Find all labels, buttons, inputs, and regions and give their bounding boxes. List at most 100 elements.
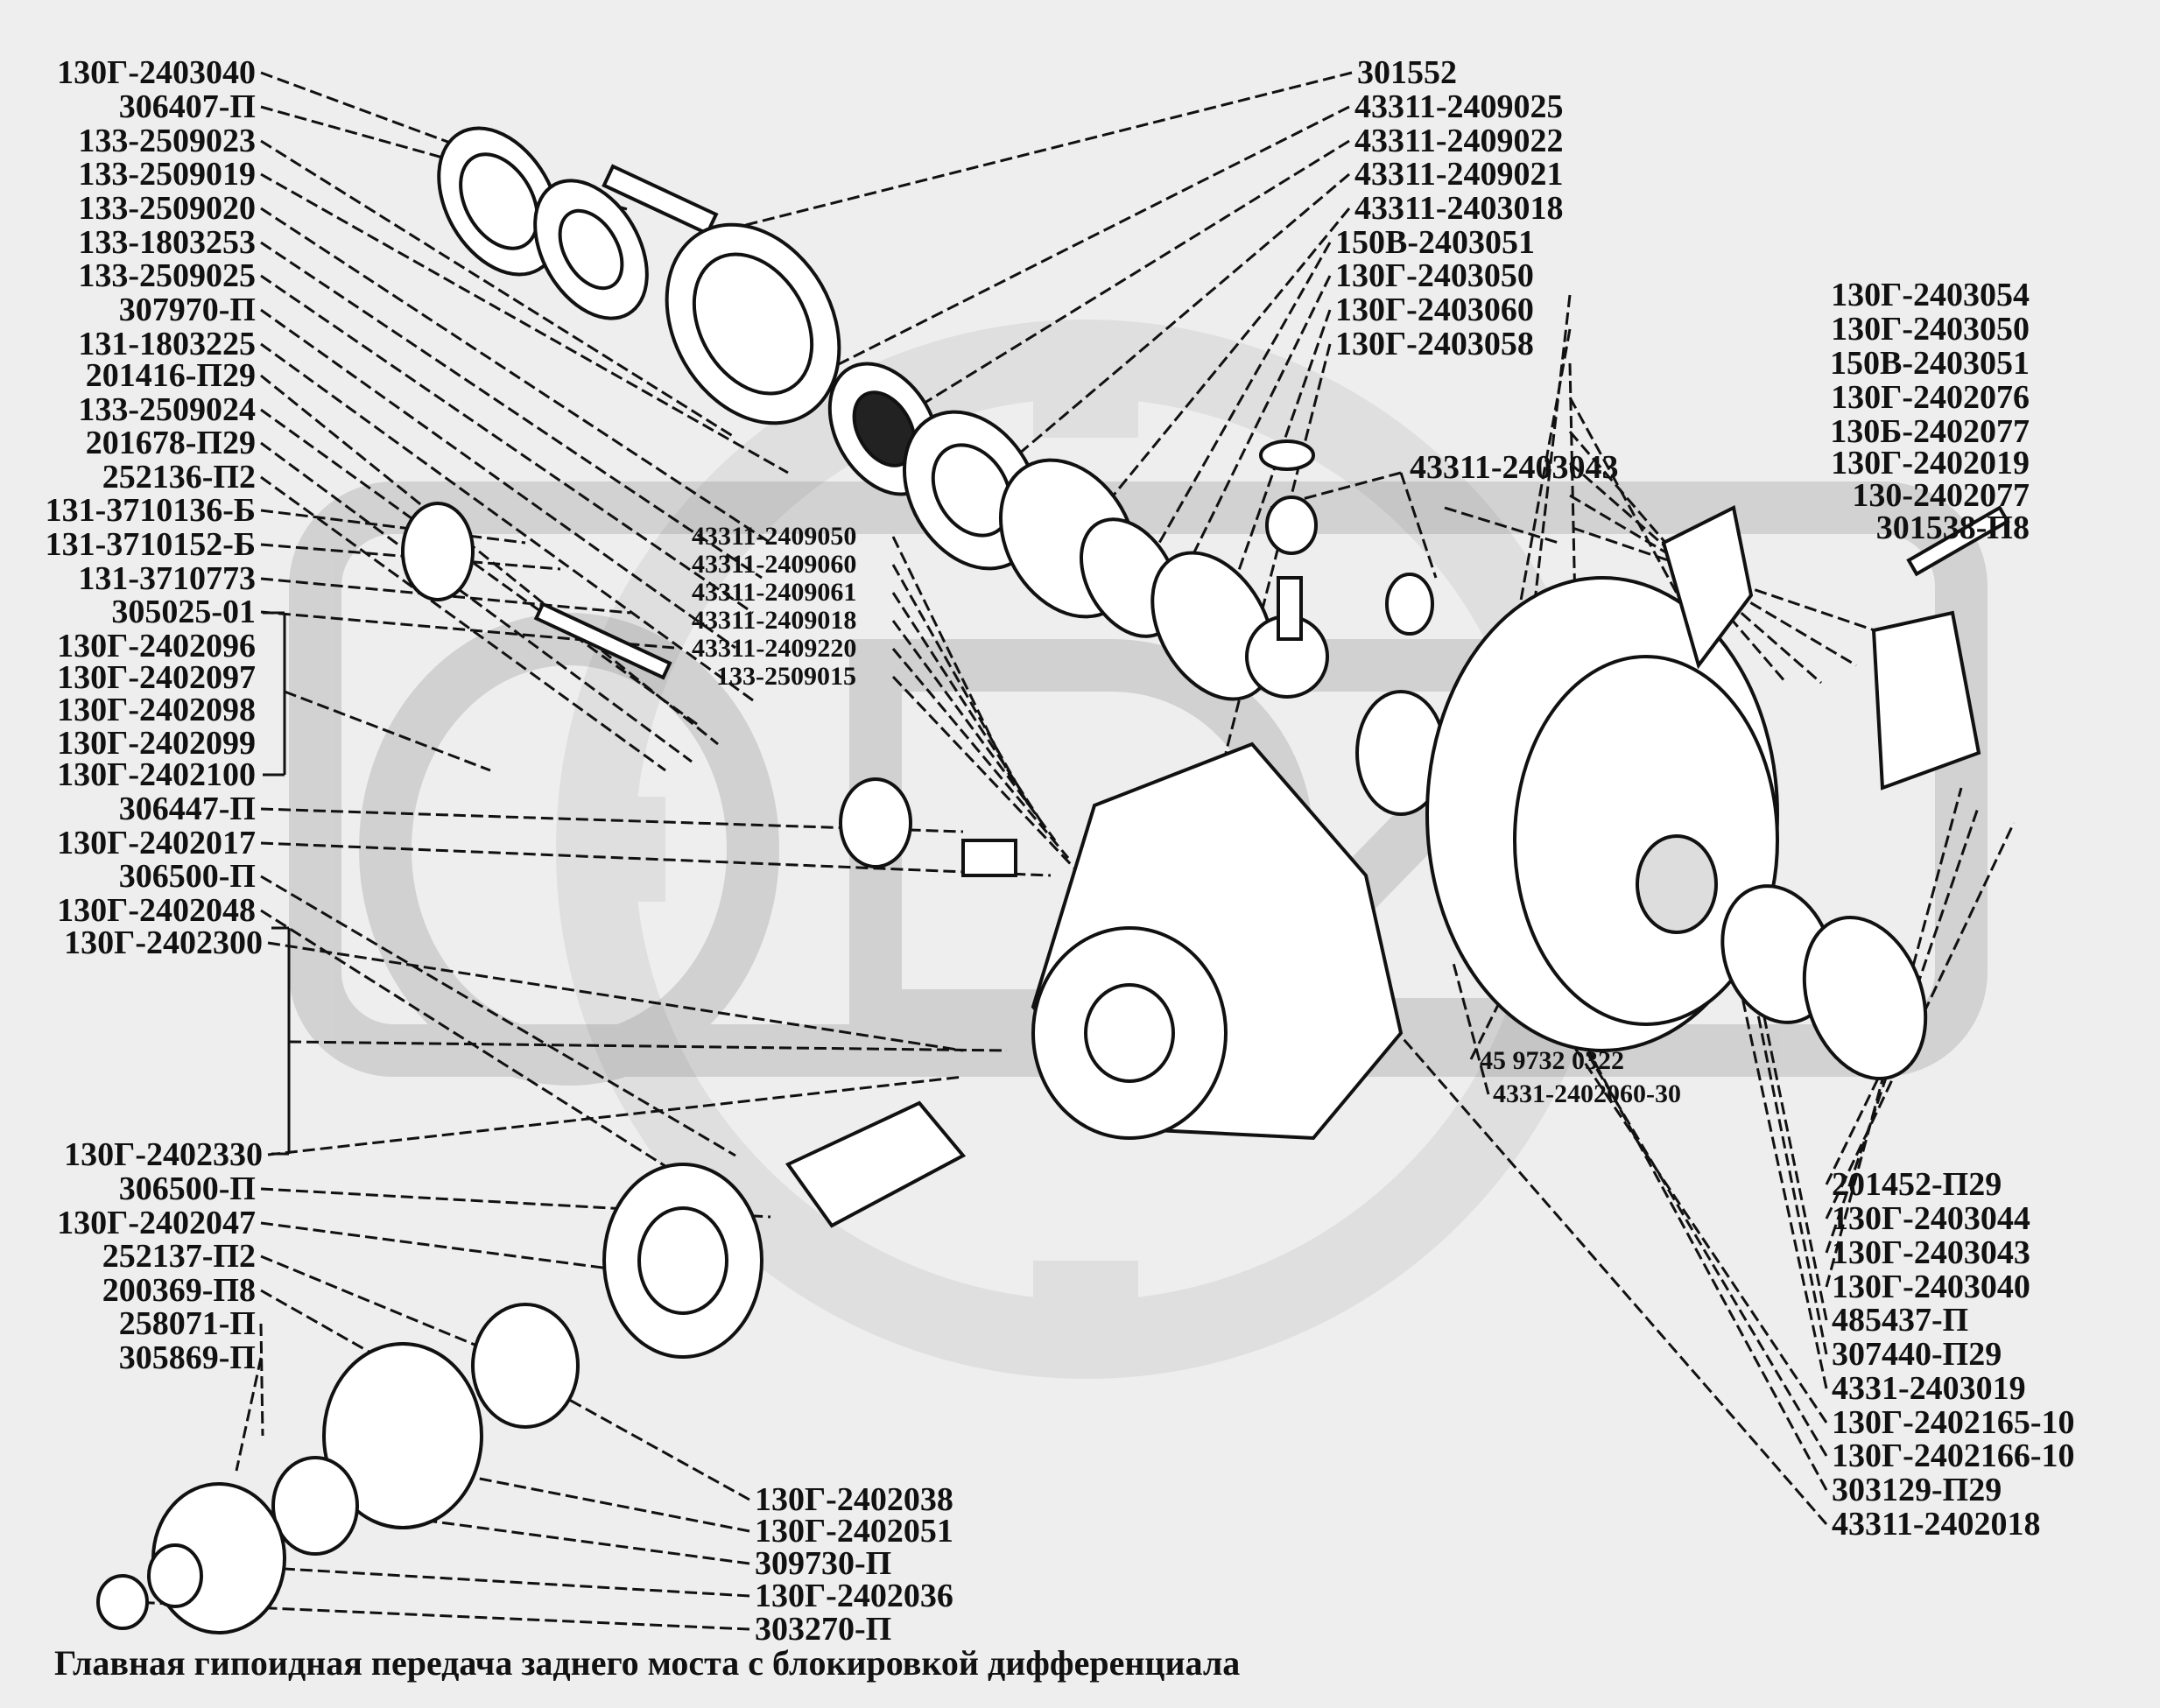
part-label-left_labels-14: 131-3710152-Б [45, 526, 256, 563]
part-label-bottom_right_labels-9: 303129-П29 [1832, 1472, 2002, 1508]
part-label-left_labels-4: 133-2509020 [78, 190, 256, 227]
part-label-bottom_labels-0: 130Г-2402038 [755, 1481, 953, 1518]
part-label-bottom_right_labels-3: 130Г-2403040 [1832, 1269, 2030, 1305]
part-label-right_labels-1: 130Г-2403050 [1831, 311, 2030, 348]
part-label-left_labels-9: 201416-П29 [85, 357, 256, 394]
part-label-mid_labels-1: 43311-2409060 [692, 550, 857, 579]
part-label-left_labels-12: 252136-П2 [102, 459, 256, 496]
part-label-center: 43311-2403043 [1410, 449, 1619, 486]
washer [1259, 439, 1315, 471]
part-label-bottom_right_labels-2: 130Г-2403043 [1832, 1234, 2030, 1271]
part-label-left_labels-24: 306500-П [118, 858, 256, 895]
part-label-top_labels-8: 130Г-2403058 [1335, 326, 1534, 362]
part-label-right_labels-0: 130Г-2403054 [1831, 277, 2030, 313]
part-label-right_labels-4: 130Б-2402077 [1830, 413, 2030, 450]
part-label-left_labels-3: 133-2509019 [78, 156, 256, 193]
part-label-small_labels-0: 45 9732 0322 [1480, 1046, 1624, 1075]
seal [271, 1456, 359, 1556]
part-label-mid_labels-3: 43311-2409018 [692, 606, 857, 635]
pinion-gear-2 [1385, 573, 1434, 636]
part-label-top_labels-3: 43311-2409021 [1354, 156, 1564, 193]
diagram-caption: Главная гипоидная передача заднего моста… [54, 1643, 1241, 1683]
part-label-left_labels-10: 133-2509024 [78, 391, 256, 428]
part-label-left_labels-29: 130Г-2402047 [57, 1205, 256, 1241]
part-label-right_labels-3: 130Г-2402076 [1831, 379, 2030, 416]
part-label-left_labels-28: 306500-П [118, 1170, 256, 1207]
parts [96, 126, 2010, 1634]
part-label-bottom_right_labels-7: 130Г-2402165-10 [1832, 1404, 2075, 1441]
part-label-bottom_labels-1: 130Г-2402051 [755, 1513, 953, 1550]
part-label-left_labels-30: 252137-П2 [102, 1238, 256, 1275]
part-label-left_labels-18: 130Г-2402097 [57, 659, 256, 696]
part-label-top_labels-0: 301552 [1357, 54, 1457, 91]
shift-fork [961, 839, 1017, 877]
part-label-bottom_labels-4: 303270-П [755, 1611, 892, 1648]
part-label-mid_labels-4: 43311-2409220 [692, 634, 857, 663]
part-label-left_labels-23: 130Г-2402017 [57, 825, 256, 861]
bearing-cap-left [1661, 505, 1754, 670]
part-label-bottom_labels-3: 130Г-2402036 [755, 1578, 953, 1614]
side-gear [1150, 551, 1275, 701]
part-label-bottom_right_labels-1: 130Г-2403044 [1832, 1200, 2030, 1237]
part-label-left_labels-6: 133-2509025 [78, 257, 256, 294]
part-label-left_labels-11: 201678-П29 [85, 425, 256, 461]
drive-pinion [784, 1100, 967, 1228]
pinion-bearing [471, 1303, 580, 1429]
part-label-left_labels-2: 133-2509023 [78, 123, 256, 159]
shift-rod [533, 601, 672, 680]
part-label-top_labels-7: 130Г-2403060 [1335, 292, 1534, 328]
part-label-left_labels-33: 305869-П [118, 1339, 256, 1376]
part-label-left_labels-5: 133-1803253 [78, 224, 256, 261]
part-label-left_labels-19: 130Г-2402098 [57, 692, 256, 728]
part-label-right_labels-7: 301538-П8 [1875, 510, 2030, 546]
part-label-bottom_labels-2: 309730-П [755, 1545, 892, 1582]
part-label-bottom_right_labels-5: 307440-П29 [1832, 1336, 2002, 1373]
part-label-left_labels-0: 130Г-2403040 [57, 54, 256, 91]
part-label-top_labels-5: 150В-2403051 [1335, 224, 1535, 261]
part-label-top_labels-1: 43311-2409025 [1354, 88, 1564, 125]
part-label-small_labels-1: 4331-2402060-30 [1493, 1079, 1681, 1108]
part-label-bottom_right_labels-0: 201452-П29 [1832, 1166, 2002, 1203]
shift-chamber [839, 777, 912, 868]
part-label-left_labels-8: 131-1803225 [78, 326, 256, 362]
part-label-right_labels-2: 150В-2403051 [1830, 345, 2030, 382]
part-label-bottom_right_labels-10: 43311-2402018 [1832, 1506, 2041, 1543]
part-label-top_labels-2: 43311-2409022 [1354, 123, 1564, 159]
flange-nut [96, 1574, 149, 1630]
right-nut [1802, 916, 1928, 1080]
cap-bolt [1906, 505, 2010, 577]
part-label-left_labels-20: 130Г-2402099 [57, 725, 256, 762]
part-label-mid_labels-2: 43311-2409061 [692, 578, 857, 607]
ring-gear-hub [1513, 655, 1779, 1026]
bearing-housing [322, 1342, 483, 1529]
part-label-top_labels-4: 43311-2403018 [1354, 190, 1564, 227]
bearing-cap-right [1871, 610, 1981, 791]
part-label-left_labels-26: 130Г-2402300 [64, 924, 263, 961]
part-label-left_labels-32: 258071-П [118, 1305, 256, 1342]
part-label-mid_labels-5: 133-2509015 [716, 662, 856, 691]
part-label-bottom_right_labels-6: 4331-2403019 [1832, 1370, 2026, 1407]
part-label-left_labels-1: 306407-П [118, 88, 256, 125]
part-label-right_labels-5: 130Г-2402019 [1831, 445, 2030, 481]
bolt [602, 164, 719, 236]
part-label-top_labels-6: 130Г-2403050 [1335, 257, 1534, 294]
part-label-left_labels-16: 305025-01 [111, 594, 256, 630]
part-label-right_labels-6: 130-2402077 [1852, 477, 2030, 514]
part-label-left_labels-15: 131-3710773 [78, 560, 256, 597]
part-label-left_labels-17: 130Г-2402096 [57, 628, 256, 664]
part-label-mid_labels-0: 43311-2409050 [692, 522, 857, 551]
part-label-left_labels-22: 306447-П [118, 791, 256, 827]
part-label-left_labels-31: 200369-П8 [102, 1272, 256, 1309]
part-label-left_labels-25: 130Г-2402048 [57, 892, 256, 929]
part-label-left_labels-21: 130Г-2402100 [57, 756, 256, 793]
spider-arm [1277, 576, 1303, 641]
shift-coupling [401, 502, 475, 601]
part-label-left_labels-27: 130Г-2402330 [64, 1136, 263, 1173]
part-label-bottom_right_labels-8: 130Г-2402166-10 [1832, 1437, 2075, 1474]
part-label-left_labels-7: 307970-П [118, 292, 256, 328]
part-label-bottom_right_labels-4: 485437-П [1832, 1302, 1969, 1339]
leader-lines [130, 71, 2016, 1631]
part-label-left_labels-13: 131-3710136-Б [45, 492, 256, 529]
